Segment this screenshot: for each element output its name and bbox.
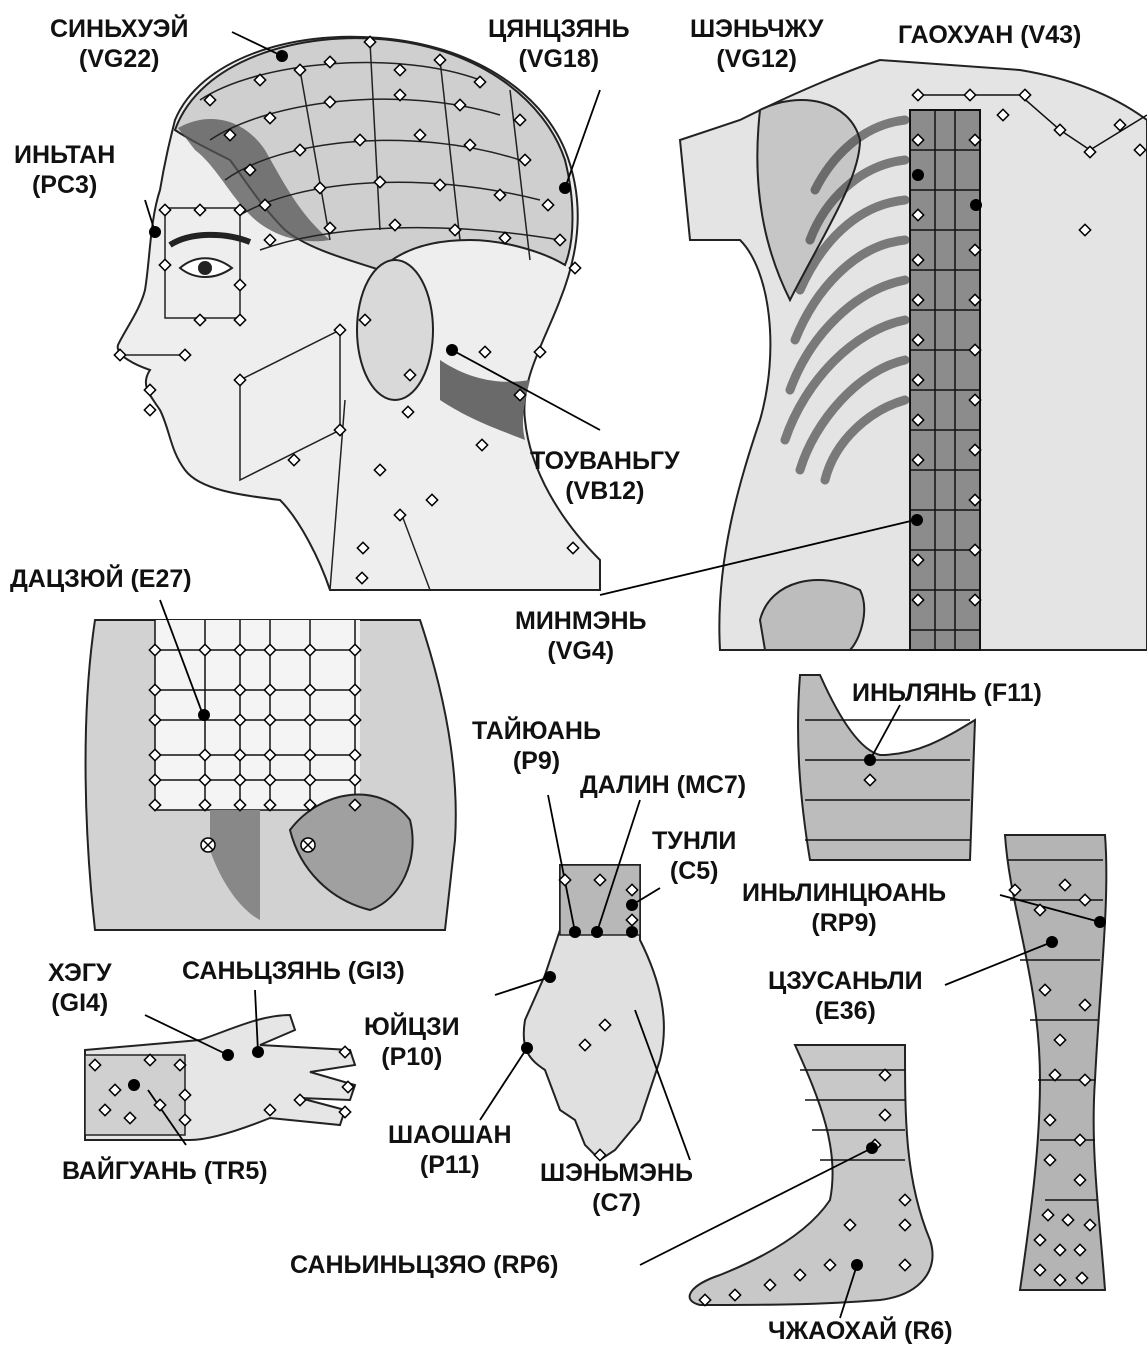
label-intan-name: ИНЬТАН [14,140,115,170]
label-datszyui-name: ДАЦЗЮЙ (E27) [10,564,192,594]
label-touvangu-name: ТОУВАНЬГУ [530,446,680,476]
acupoint-shenmen[interactable] [626,926,638,938]
label-yuitszi: ЮЙЦЗИ (P10) [364,1012,460,1072]
acupoint-inlintsyuan[interactable] [1094,916,1106,928]
label-tszusanli-name: ЦЗУСАНЬЛИ [768,966,923,996]
label-sinhuei: СИНЬХУЭЙ (VG22) [50,14,188,74]
label-taiyuan: ТАЙЮАНЬ (P9) [472,716,601,776]
abdomen-grid-area [155,620,360,810]
label-sinhuei-name: СИНЬХУЭЙ [50,14,188,44]
acupoint-touvangu[interactable] [446,344,458,356]
acupoint-dalin[interactable] [591,926,603,938]
label-tsyantszyan-code: (VG18) [488,44,630,74]
acupoint-shenchzhu[interactable] [912,169,924,181]
label-santszyan: САНЬЦЗЯНЬ (GI3) [182,956,405,986]
label-tunli: ТУНЛИ (C5) [652,826,736,886]
label-inlyan-name: ИНЬЛЯНЬ (F11) [852,678,1042,708]
label-shenchzhu-name: ШЭНЬЧЖУ [690,14,823,44]
label-hegu-code: (GI4) [48,988,112,1018]
label-minmen: МИНМЭНЬ (VG4) [515,606,646,666]
acupoint-tunli[interactable] [626,899,638,911]
label-chzhaohai-name: ЧЖАОХАЙ (R6) [768,1316,953,1346]
label-tszusanli: ЦЗУСАНЬЛИ (E36) [768,966,923,1026]
acupoint-santszyan[interactable] [252,1046,264,1058]
label-shenmen: ШЭНЬМЭНЬ (C7) [540,1158,693,1218]
label-santszyan-name: САНЬЦЗЯНЬ (GI3) [182,956,405,986]
label-datszyui: ДАЦЗЮЙ (E27) [10,564,192,594]
label-minmen-code: (VG4) [515,636,646,666]
label-touvangu-code: (VB12) [530,476,680,506]
label-saninjiao: САНЬИНЬЦЗЯО (RP6) [290,1250,558,1280]
ear [357,260,433,400]
label-intan: ИНЬТАН (PC3) [14,140,115,200]
acupoint-tszusanli[interactable] [1046,936,1058,948]
acupoint-tsyantszyan[interactable] [559,182,571,194]
meridian-marker [144,404,155,415]
forbidden-point-right [301,838,315,852]
acupoint-minmen[interactable] [911,514,923,526]
acupoint-datszyui[interactable] [198,709,210,721]
label-inlintsyuan-code: (RP9) [742,908,946,938]
acupoint-vaiguan[interactable] [128,1079,140,1091]
acupoint-intan[interactable] [149,226,161,238]
acupoint-shaoshan[interactable] [521,1042,533,1054]
label-hegu-name: ХЭГУ [48,958,112,988]
label-vaiguan-name: ВАЙГУАНЬ (TR5) [62,1156,268,1186]
label-shenmen-code: (C7) [540,1188,693,1218]
acupoint-inlyan[interactable] [864,754,876,766]
foot-illustration [690,1045,933,1305]
label-intan-code: (PC3) [14,170,115,200]
label-chzhaohai: ЧЖАОХАЙ (R6) [768,1316,953,1346]
acupoint-saninjiao[interactable] [866,1142,878,1154]
label-tszusanli-code: (E36) [768,996,923,1026]
label-gaohuan: ГАОХУАН (V43) [898,20,1081,50]
acupoint-sinhuei[interactable] [276,50,288,62]
acupoint-hegu[interactable] [222,1049,234,1061]
acupoint-chzhaohai[interactable] [851,1259,863,1271]
label-touvangu: ТОУВАНЬГУ (VB12) [530,446,680,506]
label-vaiguan: ВАЙГУАНЬ (TR5) [62,1156,268,1186]
label-hegu: ХЭГУ (GI4) [48,958,112,1018]
label-tunli-code: (C5) [652,856,736,886]
label-taiyuan-name: ТАЙЮАНЬ [472,716,601,746]
acupoint-taiyuan[interactable] [569,926,581,938]
label-inlyan: ИНЬЛЯНЬ (F11) [852,678,1042,708]
label-tunli-name: ТУНЛИ [652,826,736,856]
acupoint-gaohuan[interactable] [970,199,982,211]
label-shenmen-name: ШЭНЬМЭНЬ [540,1158,693,1188]
label-gaohuan-name: ГАОХУАН (V43) [898,20,1081,50]
label-saninjiao-name: САНЬИНЬЦЗЯО (RP6) [290,1250,558,1280]
head-illustration [115,37,600,590]
label-yuitszi-name: ЮЙЦЗИ [364,1012,460,1042]
label-inlintsyuan-name: ИНЬЛИНЦЮАНЬ [742,878,946,908]
label-shaoshan-code: (P11) [388,1150,512,1180]
label-dalin: ДАЛИН (MC7) [580,770,746,800]
label-shenchzhu-code: (VG12) [690,44,823,74]
palm-illustration [524,865,664,1160]
label-tsyantszyan: ЦЯНЦЗЯНЬ (VG18) [488,14,630,74]
label-tsyantszyan-name: ЦЯНЦЗЯНЬ [488,14,630,44]
hand-illustration [85,1015,355,1140]
label-sinhuei-code: (VG22) [50,44,188,74]
label-dalin-name: ДАЛИН (MC7) [580,770,746,800]
forbidden-point-left [201,838,215,852]
label-shaoshan-name: ШАОШАН [388,1120,512,1150]
label-yuitszi-code: (P10) [364,1042,460,1072]
foot-skin [690,1045,933,1305]
label-shenchzhu: ШЭНЬЧЖУ (VG12) [690,14,823,74]
label-minmen-name: МИНМЭНЬ [515,606,646,636]
label-shaoshan: ШАОШАН (P11) [388,1120,512,1180]
eye-iris [198,261,212,275]
acupoint-yuitszi[interactable] [544,971,556,983]
label-inlintsyuan: ИНЬЛИНЦЮАНЬ (RP9) [742,878,946,938]
